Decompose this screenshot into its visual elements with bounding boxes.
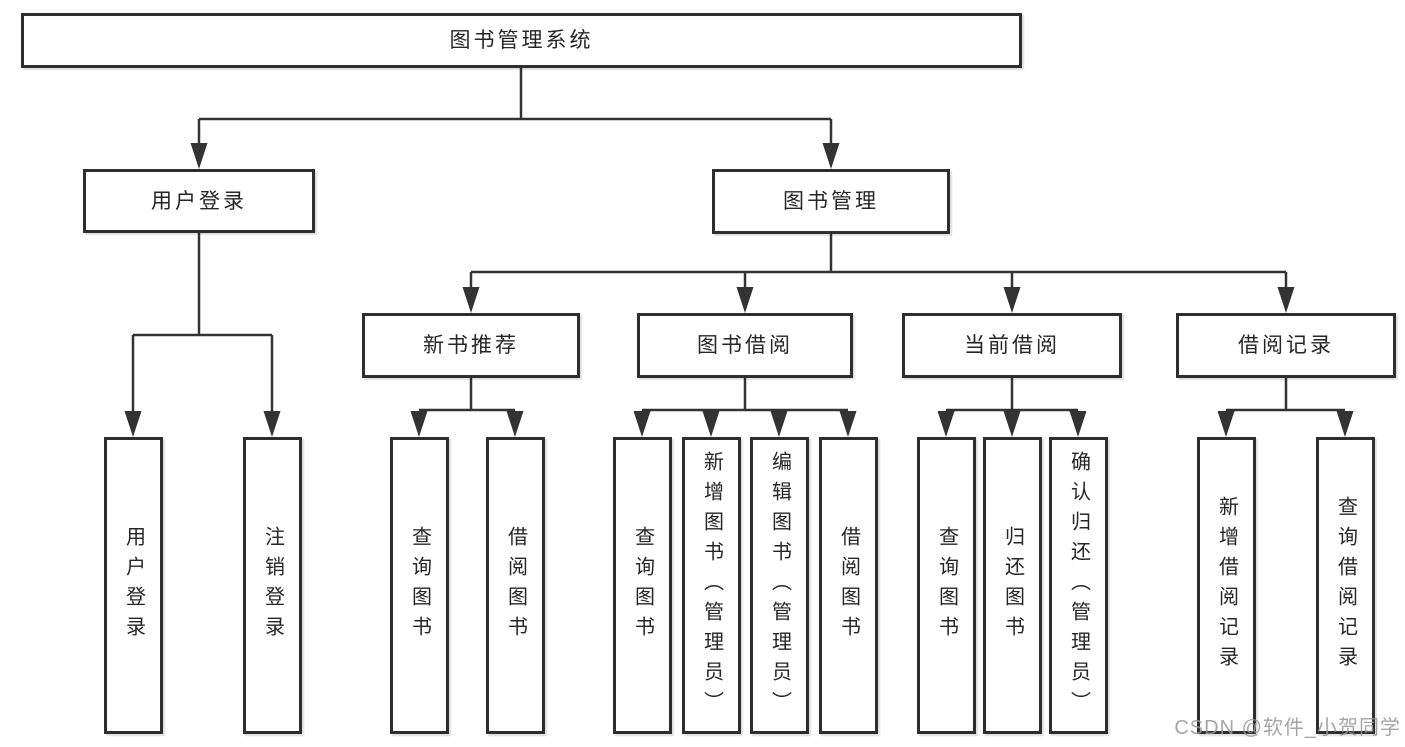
leaf-query-books-3: 查询图书: [917, 437, 976, 734]
leaf-return-books: 归还图书: [983, 437, 1042, 734]
leaf-add-borrow-record: 新增借阅记录: [1197, 437, 1256, 734]
node-user-login: 用户登录: [83, 169, 315, 233]
leaf-logout: 注销登录: [243, 437, 302, 734]
leaf-query-borrow-record: 查询借阅记录: [1316, 437, 1375, 734]
node-label: 借阅记录: [1238, 334, 1334, 357]
node-label: 新增借阅记录: [1215, 495, 1238, 676]
leaf-edit-books-admin: 编辑图书（管理员）: [750, 437, 809, 734]
node-label: 查询图书: [631, 525, 654, 646]
csdn-watermark: CSDN @软件_小贺同学: [1174, 717, 1401, 739]
node-label: 查询借阅记录: [1334, 495, 1357, 676]
leaf-query-books-1: 查询图书: [390, 437, 449, 734]
leaf-borrow-books-1: 借阅图书: [486, 437, 545, 734]
node-book-borrow: 图书借阅: [637, 313, 853, 378]
leaf-query-books-2: 查询图书: [613, 437, 672, 734]
node-label: 查询图书: [408, 525, 431, 646]
node-label: 图书管理系统: [449, 29, 594, 52]
node-label: 图书借阅: [697, 334, 793, 357]
node-label: 注销登录: [261, 525, 284, 646]
node-label: 图书管理: [783, 190, 879, 213]
node-new-book-recommend: 新书推荐: [362, 313, 580, 378]
node-label: 确认归还（管理员）: [1067, 450, 1090, 721]
node-label: 借阅图书: [504, 525, 527, 646]
node-label: 当前借阅: [964, 334, 1060, 357]
node-current-borrow: 当前借阅: [902, 313, 1122, 378]
node-label: 归还图书: [1001, 525, 1024, 646]
node-book-management: 图书管理: [712, 169, 950, 234]
node-root: 图书管理系统: [21, 13, 1022, 68]
node-label: 借阅图书: [837, 525, 860, 646]
node-borrow-records: 借阅记录: [1176, 313, 1396, 378]
node-label: 用户登录: [122, 525, 145, 646]
node-label: 新增图书（管理员）: [700, 450, 723, 721]
leaf-add-books-admin: 新增图书（管理员）: [682, 437, 741, 734]
node-label: 查询图书: [935, 525, 958, 646]
leaf-borrow-books-2: 借阅图书: [819, 437, 878, 734]
node-label: 用户登录: [151, 189, 247, 213]
node-label: 新书推荐: [423, 334, 519, 357]
leaf-confirm-return-admin: 确认归还（管理员）: [1049, 437, 1108, 734]
node-label: 编辑图书（管理员）: [768, 450, 791, 721]
leaf-user-login: 用户登录: [104, 437, 163, 734]
